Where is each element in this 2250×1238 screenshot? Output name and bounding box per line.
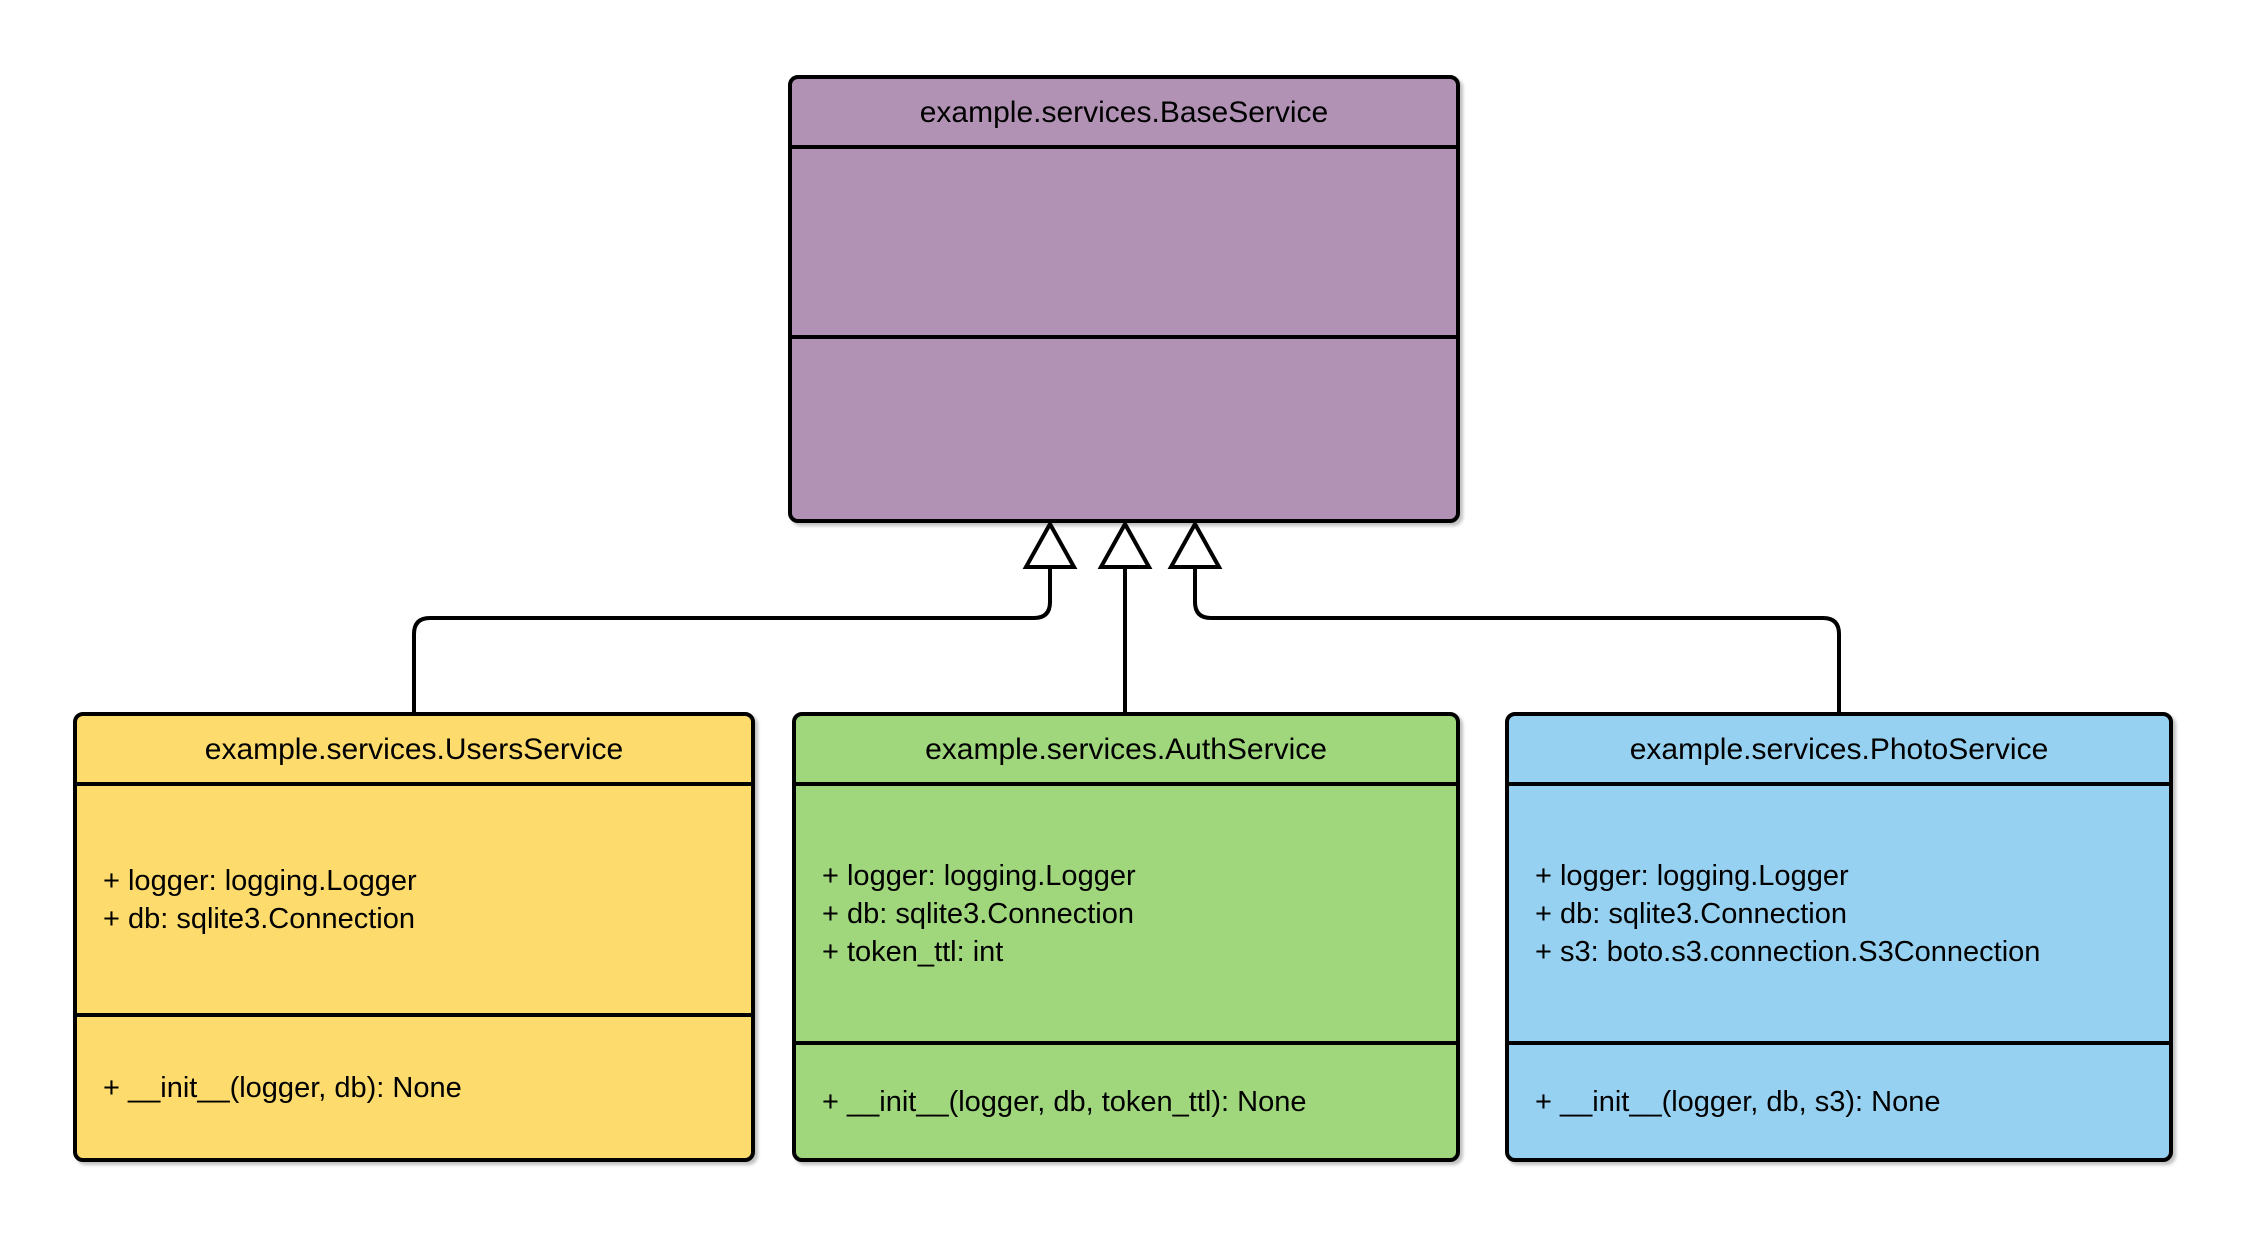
class-title: example.services.BaseService: [919, 95, 1329, 129]
class-attribute: + logger: logging.Logger: [1535, 859, 1849, 892]
inheritance-arrowhead-authservice: [1097, 519, 1153, 569]
class-node-photoservice: example.services.PhotoService + logger: …: [1505, 712, 2173, 1162]
class-attributes-section: + logger: logging.Logger + db: sqlite3.C…: [796, 782, 1456, 1041]
class-attribute: + s3: boto.s3.connection.S3Connection: [1535, 935, 2041, 968]
class-attribute: + db: sqlite3.Connection: [103, 902, 415, 935]
class-attribute: + logger: logging.Logger: [103, 864, 417, 897]
class-title: example.services.UsersService: [204, 732, 624, 766]
class-attributes-section: + logger: logging.Logger + db: sqlite3.C…: [77, 782, 751, 1013]
class-methods-section: [792, 335, 1456, 519]
class-method: + __init__(logger, db, s3): None: [1535, 1085, 1941, 1118]
inheritance-arrowhead-usersservice: [1022, 519, 1078, 569]
class-title: example.services.PhotoService: [1629, 732, 2049, 766]
class-method: + __init__(logger, db): None: [103, 1071, 462, 1104]
class-node-baseservice: example.services.BaseService: [788, 75, 1460, 523]
class-attribute: + db: sqlite3.Connection: [822, 897, 1134, 930]
class-methods-section: + __init__(logger, db, token_ttl): None: [796, 1041, 1456, 1158]
inheritance-arrowhead-photoservice: [1167, 519, 1223, 569]
class-attribute: + token_ttl: int: [822, 935, 1004, 968]
class-attributes-section: + logger: logging.Logger + db: sqlite3.C…: [1509, 782, 2169, 1041]
class-node-authservice: example.services.AuthService + logger: l…: [792, 712, 1460, 1162]
class-attributes-section: [792, 145, 1456, 335]
class-attribute: + db: sqlite3.Connection: [1535, 897, 1847, 930]
class-node-usersservice: example.services.UsersService + logger: …: [73, 712, 755, 1162]
class-methods-section: + __init__(logger, db): None: [77, 1013, 751, 1158]
inheritance-connector-photoservice: [1193, 567, 1841, 712]
class-method: + __init__(logger, db, token_ttl): None: [822, 1085, 1307, 1118]
class-attribute: + logger: logging.Logger: [822, 859, 1136, 892]
inheritance-connector-usersservice: [412, 567, 1052, 712]
class-title: example.services.AuthService: [925, 732, 1327, 766]
class-methods-section: + __init__(logger, db, s3): None: [1509, 1041, 2169, 1158]
